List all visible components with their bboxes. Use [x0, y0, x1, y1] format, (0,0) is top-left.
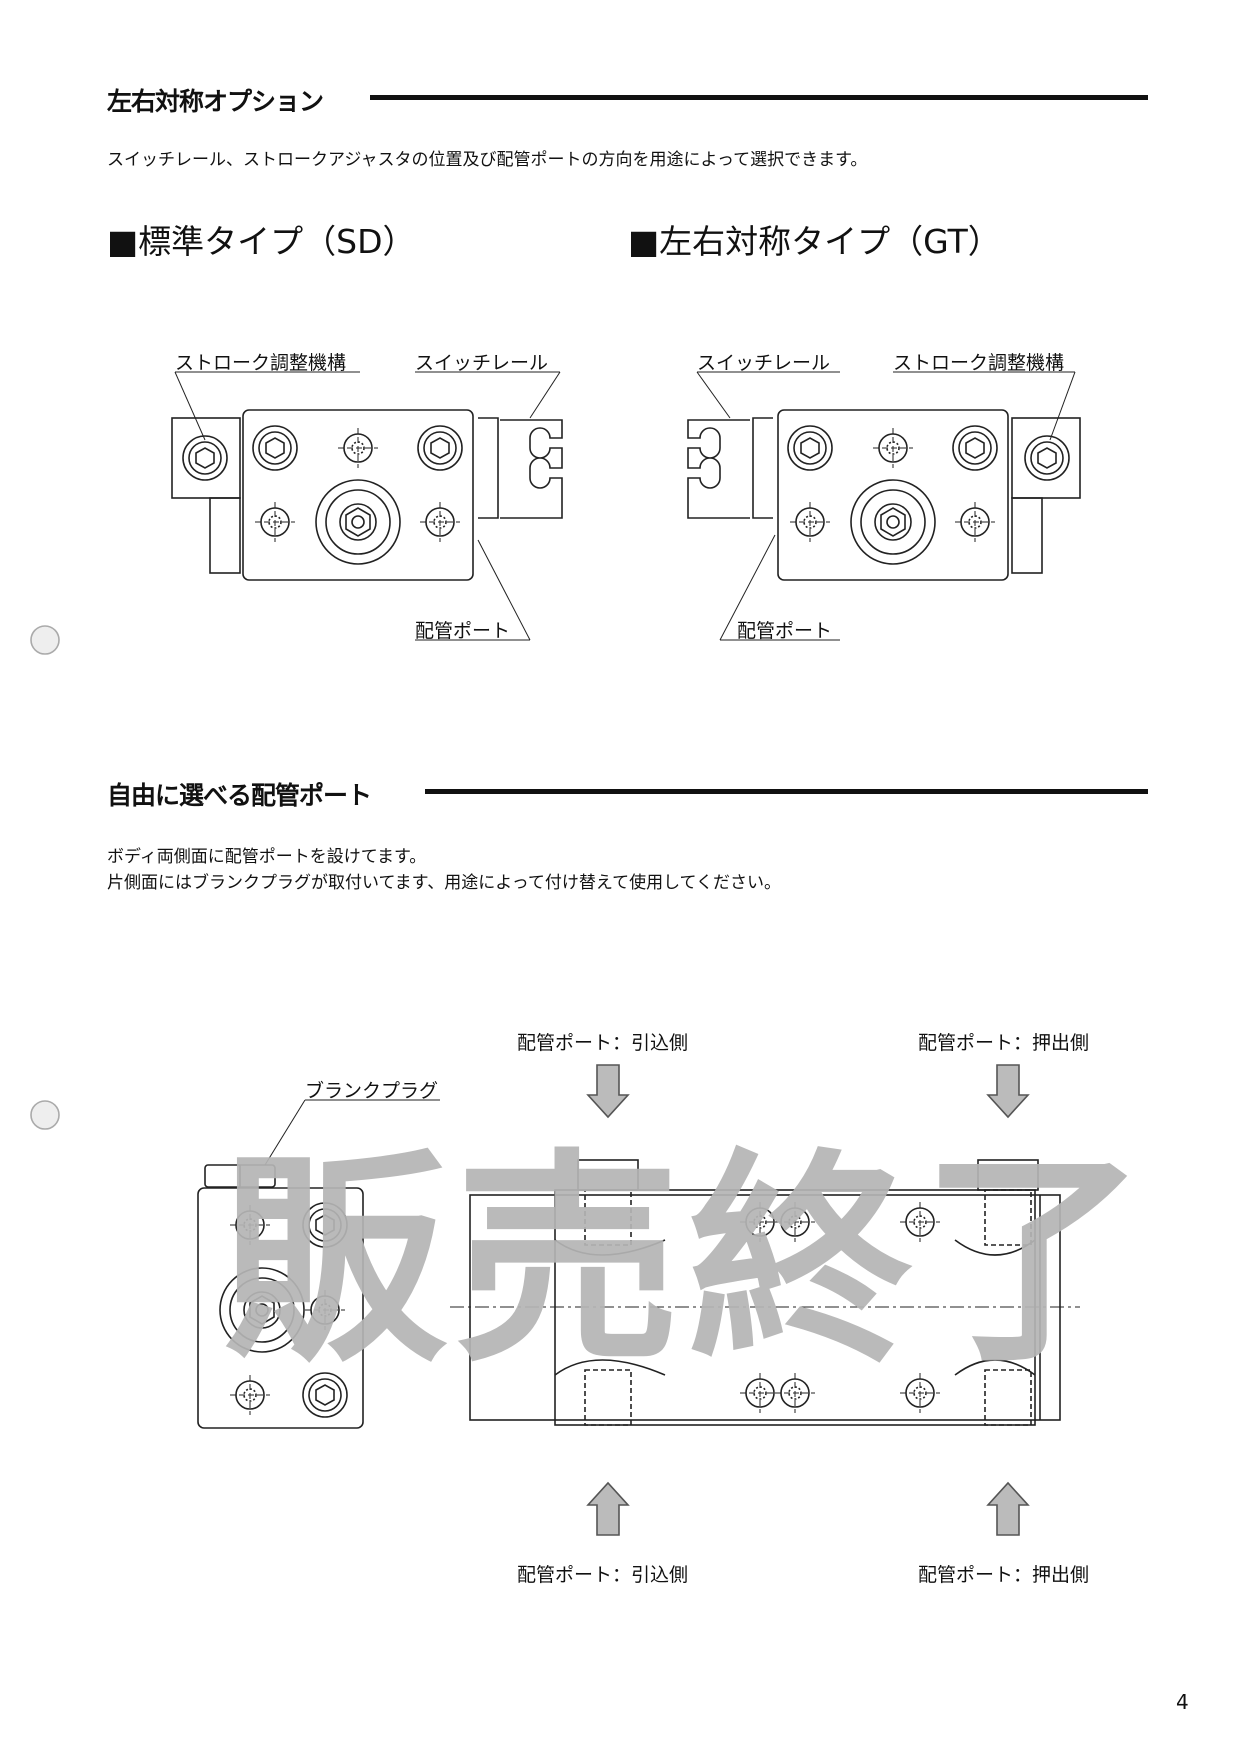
- punch-hole-1: [30, 625, 60, 655]
- heading-rule-2: [425, 789, 1148, 794]
- symmetric-type-title: ■左右対称タイプ（GT）: [628, 222, 1001, 261]
- section-heading-symmetric-option: 左右対称オプション: [107, 87, 324, 116]
- gt-label-port: 配管ポート: [737, 620, 833, 642]
- arrow-up-intake: [587, 1482, 629, 1536]
- label-top-intake: 配管ポート：引込側: [517, 1032, 689, 1054]
- label-bottom-push: 配管ポート：押出側: [918, 1564, 1090, 1586]
- section2-line-2: 片側面にはブランクプラグが取付いてます、用途によって付け替えて使用してください。: [107, 873, 782, 893]
- sd-label-switch-rail: スイッチレール: [415, 352, 549, 374]
- punch-hole-2: [30, 1100, 60, 1130]
- standard-type-title: ■標準タイプ（SD）: [107, 222, 416, 261]
- arrow-up-push: [987, 1482, 1029, 1536]
- arrow-down-push: [987, 1064, 1029, 1118]
- gt-type-drawing: [687, 371, 1081, 641]
- page-number: 4: [1176, 1690, 1189, 1714]
- section2-line-1: ボディ両側面に配管ポートを設けてます。: [107, 847, 427, 867]
- body-long-view-drawing: [450, 1159, 1080, 1426]
- sd-label-port: 配管ポート: [415, 620, 511, 642]
- heading-rule: [370, 95, 1148, 100]
- sd-label-stroke-adjuster: ストローク調整機構: [175, 352, 347, 374]
- sd-type-drawing: [171, 371, 563, 641]
- label-top-push: 配管ポート：押出側: [918, 1032, 1090, 1054]
- section-heading-piping-port: 自由に選べる配管ポート: [107, 781, 372, 810]
- gt-label-stroke-adjuster: ストローク調整機構: [893, 352, 1065, 374]
- arrow-down-intake: [587, 1064, 629, 1118]
- label-blank-plug: ブランクプラグ: [305, 1080, 439, 1102]
- side-view-drawing: [197, 1099, 440, 1429]
- label-bottom-intake: 配管ポート：引込側: [517, 1564, 689, 1586]
- section-description: スイッチレール、ストロークアジャスタの位置及び配管ポートの方向を用途によって選択…: [107, 150, 868, 170]
- gt-label-switch-rail: スイッチレール: [697, 352, 831, 374]
- discontinued-watermark: 販売終了: [222, 1131, 1154, 1393]
